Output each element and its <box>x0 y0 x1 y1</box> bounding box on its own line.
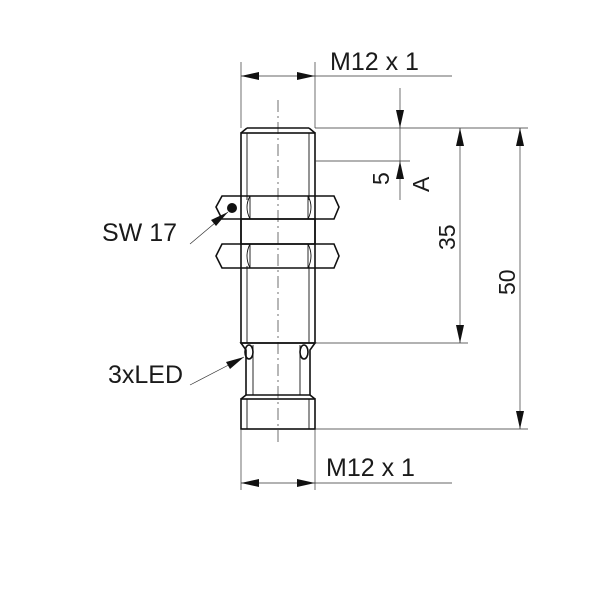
dimension-top-thread: M12 x 1 <box>240 48 452 128</box>
dimension-35: 35 <box>434 128 464 343</box>
bottom-connector-thread <box>240 394 316 430</box>
thread-top-label: M12 x 1 <box>330 48 419 76</box>
wrench-size-label: SW 17 <box>102 219 177 247</box>
dimension-bottom-thread: M12 x 1 <box>240 429 452 490</box>
hex-nut-lower <box>215 243 340 269</box>
dim-35-label: 35 <box>434 224 460 250</box>
dimension-50: 50 <box>494 128 524 429</box>
led-label: 3xLED <box>108 361 183 389</box>
reference-lines <box>315 127 528 430</box>
lock-washer <box>240 218 316 245</box>
thread-bottom-label: M12 x 1 <box>326 454 415 482</box>
wrench-size-callout: SW 17 <box>102 211 229 247</box>
sensing-face-marker <box>227 203 237 213</box>
hex-nut-upper <box>215 195 340 220</box>
dim-A-label: A <box>408 176 434 192</box>
dim-50-label: 50 <box>494 269 520 295</box>
dim-5-label: 5 <box>368 172 394 185</box>
led-callout: 3xLED <box>108 356 245 389</box>
dimension-5-A: 5 A <box>368 88 434 200</box>
